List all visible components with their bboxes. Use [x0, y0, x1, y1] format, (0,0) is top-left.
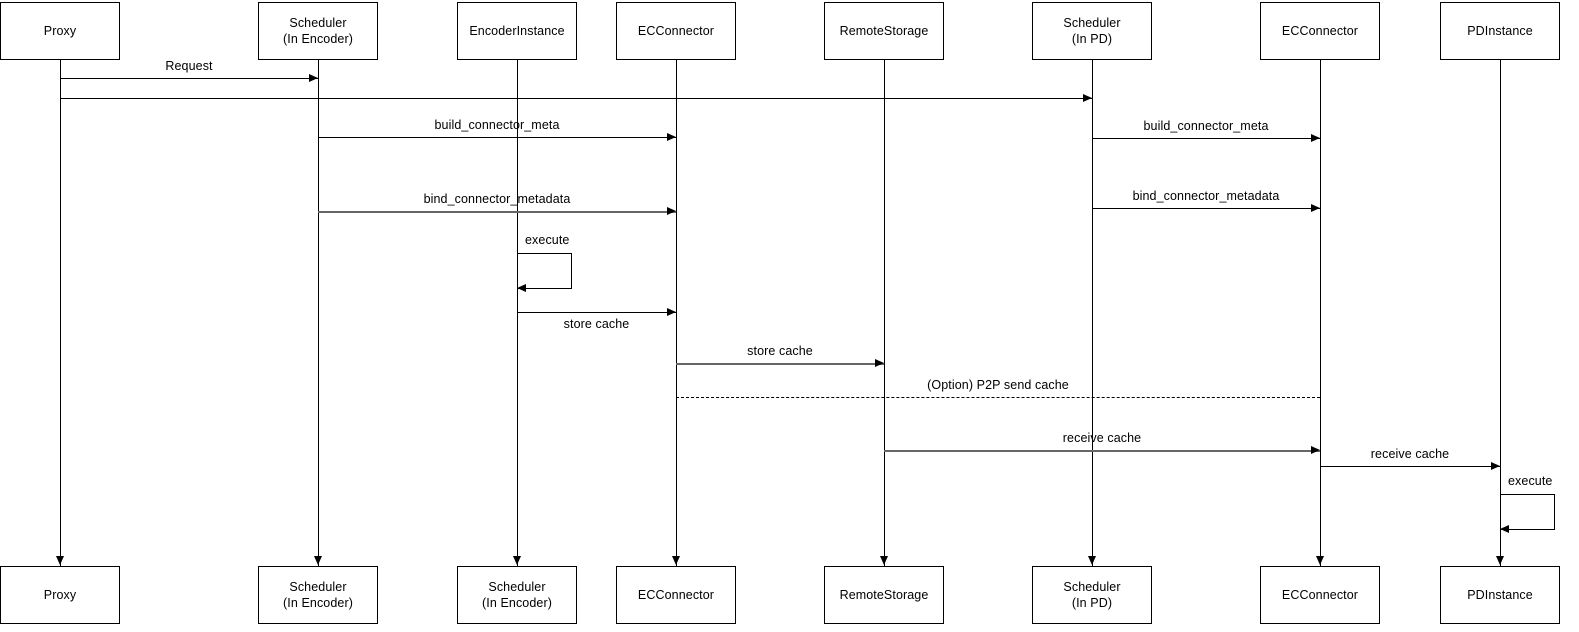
- participant-name-pd_instance: PDInstance: [1467, 24, 1533, 38]
- lifeline-proxy: [60, 60, 61, 566]
- lifeline-encoder_inst: [517, 60, 518, 566]
- participant-name-remote_storage: RemoteStorage: [839, 24, 929, 38]
- message-line-m1: [60, 78, 318, 79]
- message-arrowhead-m1: [309, 74, 318, 82]
- participant-box-bottom-scheduler_pd: Scheduler (In PD): [1032, 566, 1152, 624]
- participant-name-scheduler_pd: Scheduler: [1063, 580, 1121, 594]
- message-label-m10: (Option) P2P send cache: [927, 378, 1069, 392]
- message-label-m3: build_connector_meta: [434, 118, 560, 132]
- self-message-box-m13: [1500, 494, 1555, 530]
- participant-name-proxy: Proxy: [43, 24, 77, 38]
- message-arrowhead-m2: [1083, 94, 1092, 102]
- participant-box-top-ec_connector_1: ECConnector: [616, 2, 736, 60]
- participant-name-ec_connector_2: ECConnector: [1281, 24, 1359, 38]
- participant-box-top-scheduler_enc: Scheduler (In Encoder): [258, 2, 378, 60]
- participant-box-top-encoder_inst: EncoderInstance: [457, 2, 577, 60]
- participant-box-bottom-ec_connector_1: ECConnector: [616, 566, 736, 624]
- message-arrowhead-m12: [1491, 462, 1500, 470]
- message-label-m6: bind_connector_metadata: [1132, 189, 1280, 203]
- lifeline-end-arrow-scheduler_enc: [314, 556, 322, 565]
- participant-name-encoder_inst: Scheduler: [488, 580, 546, 594]
- message-arrowhead-m9: [875, 359, 884, 367]
- self-message-arrowhead-m13: [1500, 525, 1509, 533]
- message-line-m8: [517, 312, 676, 313]
- message-line-m5: [318, 211, 676, 213]
- message-label-m4: build_connector_meta: [1143, 119, 1269, 133]
- message-line-m6: [1092, 208, 1320, 209]
- participant-name-remote_storage: RemoteStorage: [839, 588, 929, 602]
- lifeline-end-arrow-pd_instance: [1496, 556, 1504, 565]
- participant-subtitle-scheduler_pd: (In PD): [1071, 596, 1113, 610]
- participant-box-top-scheduler_pd: Scheduler (In PD): [1032, 2, 1152, 60]
- lifeline-ec_connector_2: [1320, 60, 1321, 566]
- message-arrowhead-m8: [667, 308, 676, 316]
- participant-box-top-remote_storage: RemoteStorage: [824, 2, 944, 60]
- self-message-box-m7: [517, 253, 572, 289]
- lifeline-end-arrow-ec_connector_1: [672, 556, 680, 565]
- participant-box-top-ec_connector_2: ECConnector: [1260, 2, 1380, 60]
- participant-name-scheduler_pd: Scheduler: [1063, 16, 1121, 30]
- participant-box-bottom-ec_connector_2: ECConnector: [1260, 566, 1380, 624]
- participant-box-bottom-pd_instance: PDInstance: [1440, 566, 1560, 624]
- message-label-m12: receive cache: [1370, 447, 1450, 461]
- message-arrowhead-m4: [1311, 134, 1320, 142]
- self-message-arrowhead-m7: [517, 284, 526, 292]
- message-line-m10: [676, 397, 1320, 398]
- participant-name-ec_connector_1: ECConnector: [637, 24, 715, 38]
- participant-box-bottom-remote_storage: RemoteStorage: [824, 566, 944, 624]
- participant-box-bottom-encoder_inst: Scheduler (In Encoder): [457, 566, 577, 624]
- participant-name-proxy: Proxy: [43, 588, 77, 602]
- lifeline-end-arrow-ec_connector_2: [1316, 556, 1324, 565]
- participant-name-ec_connector_1: ECConnector: [637, 588, 715, 602]
- lifeline-end-arrow-scheduler_pd: [1088, 556, 1096, 565]
- message-line-m9: [676, 363, 884, 365]
- message-label-m1: Request: [165, 59, 213, 73]
- message-arrowhead-m3: [667, 133, 676, 141]
- participant-name-encoder_inst: EncoderInstance: [469, 24, 565, 38]
- participant-subtitle-scheduler_enc: (In Encoder): [283, 32, 353, 46]
- lifeline-end-arrow-encoder_inst: [513, 556, 521, 565]
- participant-subtitle-scheduler_enc: (In Encoder): [283, 596, 353, 610]
- message-label-m11: receive cache: [1062, 431, 1142, 445]
- participant-box-top-proxy: Proxy: [0, 2, 120, 60]
- message-label-m7: execute: [525, 233, 570, 247]
- message-arrowhead-m5: [667, 207, 676, 215]
- message-label-m9: store cache: [747, 344, 813, 358]
- message-line-m3: [318, 137, 676, 138]
- lifeline-remote_storage: [884, 60, 885, 566]
- lifeline-end-arrow-proxy: [56, 556, 64, 565]
- participant-box-bottom-scheduler_enc: Scheduler (In Encoder): [258, 566, 378, 624]
- participant-subtitle-encoder_inst: (In Encoder): [482, 596, 552, 610]
- message-line-m12: [1320, 466, 1500, 467]
- lifeline-ec_connector_1: [676, 60, 677, 566]
- participant-name-ec_connector_2: ECConnector: [1281, 588, 1359, 602]
- message-line-m2: [60, 98, 1092, 99]
- message-arrowhead-m11: [1311, 446, 1320, 454]
- lifeline-scheduler_pd: [1092, 60, 1093, 566]
- message-label-m13: execute: [1508, 474, 1553, 488]
- participant-subtitle-scheduler_pd: (In PD): [1071, 32, 1113, 46]
- participant-name-scheduler_enc: Scheduler: [289, 580, 347, 594]
- lifeline-scheduler_enc: [318, 60, 319, 566]
- message-arrowhead-m6: [1311, 204, 1320, 212]
- message-line-m11: [884, 450, 1320, 452]
- message-line-m4: [1092, 138, 1320, 139]
- participant-name-pd_instance: PDInstance: [1467, 588, 1533, 602]
- message-label-m8: store cache: [563, 317, 630, 331]
- participant-box-bottom-proxy: Proxy: [0, 566, 120, 624]
- lifeline-pd_instance: [1500, 60, 1501, 566]
- lifeline-end-arrow-remote_storage: [880, 556, 888, 565]
- participant-name-scheduler_enc: Scheduler: [289, 16, 347, 30]
- message-label-m5: bind_connector_metadata: [423, 192, 571, 206]
- participant-box-top-pd_instance: PDInstance: [1440, 2, 1560, 60]
